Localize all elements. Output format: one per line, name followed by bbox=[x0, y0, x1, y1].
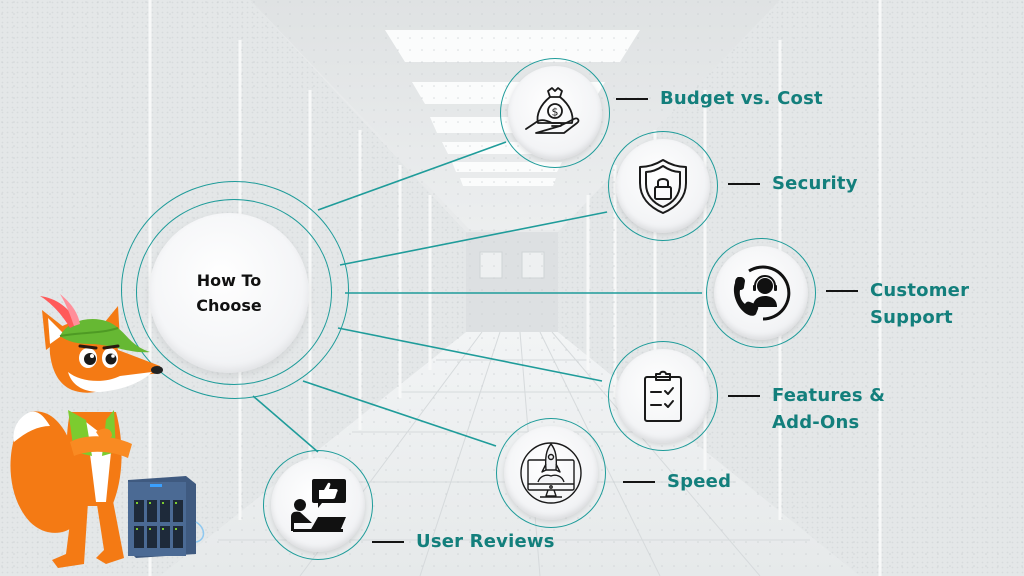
factor-label-features: Features & Add-Ons bbox=[728, 382, 885, 436]
center-hub-outer-ring bbox=[121, 181, 349, 399]
label-text-line2: Add-Ons bbox=[772, 412, 860, 433]
label-text-line2: Support bbox=[870, 307, 953, 328]
rocket-monitor-icon bbox=[520, 442, 582, 504]
label-text-line1: Features & bbox=[772, 385, 886, 406]
label-text: User Reviews bbox=[416, 531, 555, 552]
fox-tail bbox=[10, 411, 80, 533]
clipboard-checklist-icon bbox=[644, 370, 682, 422]
center-title-line1: How To bbox=[196, 271, 262, 290]
label-text: Speed bbox=[667, 471, 732, 492]
factor-label-budget: Budget vs. Cost bbox=[616, 85, 823, 112]
factor-node-features bbox=[608, 341, 718, 451]
factor-node-speed bbox=[496, 418, 606, 528]
server-tower-icon bbox=[128, 476, 205, 558]
shield-lock-icon bbox=[639, 159, 687, 214]
label-text: Budget vs. Cost bbox=[660, 88, 823, 109]
factor-node-customer-support bbox=[706, 238, 816, 348]
money-bag-hand-icon: $ bbox=[525, 87, 580, 134]
factor-label-security: Security bbox=[728, 170, 858, 197]
factor-label-customer-support: Customer Support bbox=[826, 277, 969, 331]
fox-mascot-illustration bbox=[10, 294, 205, 568]
center-hub-inner-ring bbox=[136, 199, 332, 385]
user-thumbs-up-review-icon bbox=[291, 479, 346, 532]
center-title-line2: Choose bbox=[196, 296, 262, 315]
factor-label-speed: Speed bbox=[623, 468, 731, 495]
dash-divider bbox=[728, 182, 760, 185]
center-hub: How To Choose bbox=[149, 213, 309, 373]
dash-divider bbox=[623, 480, 655, 483]
label-text: Security bbox=[772, 173, 858, 194]
factor-node-budget: $ bbox=[500, 58, 610, 168]
factor-node-user-reviews bbox=[263, 450, 373, 560]
customer-support-headset-icon bbox=[733, 265, 791, 321]
dash-divider bbox=[826, 290, 858, 292]
label-text-line1: Customer bbox=[870, 280, 970, 301]
dash-divider bbox=[728, 395, 760, 397]
factor-node-security bbox=[608, 131, 718, 241]
dash-divider bbox=[372, 540, 404, 543]
dash-divider bbox=[616, 97, 648, 100]
svg-text:$: $ bbox=[552, 106, 559, 119]
factor-label-user-reviews: User Reviews bbox=[372, 528, 555, 555]
